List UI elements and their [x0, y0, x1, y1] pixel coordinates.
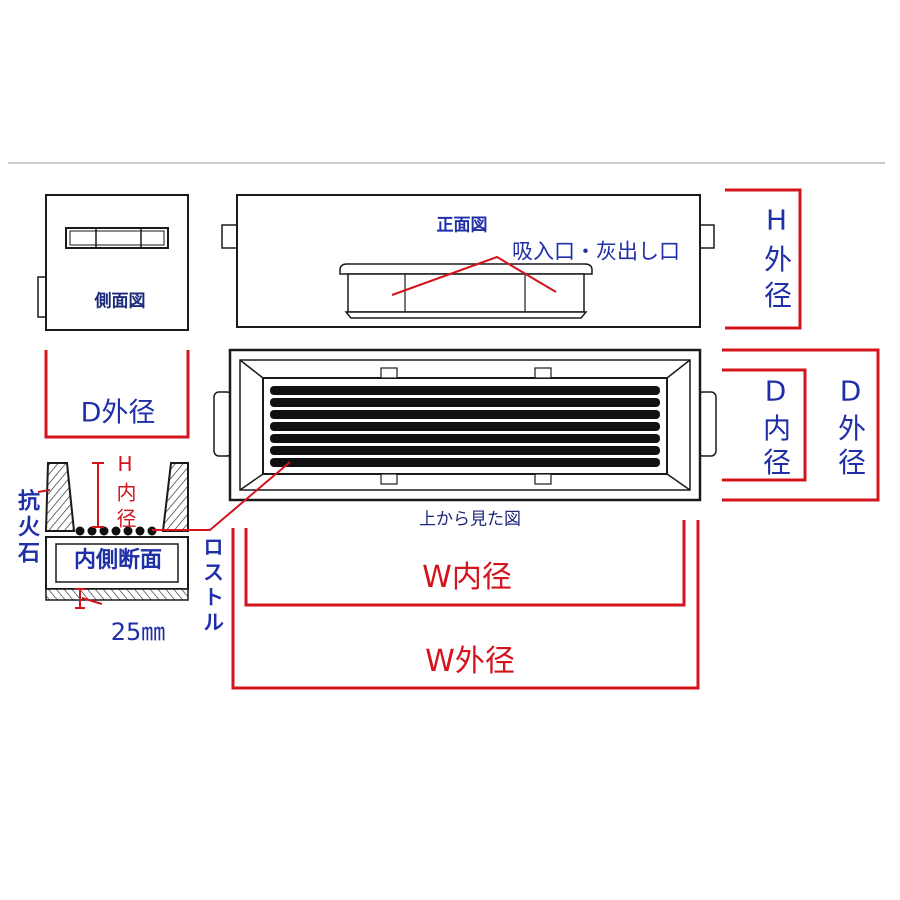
side-view-slot — [65, 227, 169, 249]
thickness-label: 25㎜ — [110, 618, 166, 646]
roster-label: ロストル — [200, 536, 225, 636]
grill-bar — [270, 386, 660, 395]
top-view-post — [380, 473, 398, 485]
w-outer-bracket — [231, 520, 700, 690]
front-view — [221, 194, 715, 328]
side-view-slot-inner — [69, 230, 165, 246]
intake-opening — [339, 263, 593, 319]
fire-stone-right — [161, 462, 189, 532]
side-view-knob — [37, 276, 47, 318]
grill-bar — [270, 422, 660, 431]
thickness-dimension — [75, 588, 103, 609]
roster-bar-dot — [111, 526, 121, 536]
grill-bar — [270, 398, 660, 407]
top-view-inner-frame — [262, 377, 668, 475]
intake-label: 吸入口・灰出し口 — [512, 239, 680, 264]
roster-bar-dot — [75, 526, 85, 536]
fire-stone-leader-line — [37, 489, 51, 493]
grill-bars — [270, 386, 660, 467]
d-inner-label: D内径 — [759, 374, 792, 482]
top-view-post — [380, 367, 398, 379]
top-view-post — [534, 473, 552, 485]
fire-stone-left — [44, 462, 76, 532]
w-outer-label: W外径 — [425, 644, 515, 679]
top-view-rim — [239, 359, 691, 491]
grill-bar — [270, 410, 660, 419]
front-view-knob-right — [699, 224, 715, 249]
fire-stone-label: 抗火石 — [14, 489, 39, 567]
side-view-body — [45, 194, 189, 331]
roster-bar-dot — [99, 526, 109, 536]
grill-bar — [270, 446, 660, 455]
intake-leader-line — [391, 255, 557, 296]
w-inner-label: W内径 — [422, 560, 512, 595]
d-outer-side-label: D外径 — [80, 397, 156, 429]
inner-cross-section — [44, 462, 189, 601]
roster-bars-section — [75, 526, 157, 536]
h-inner-label: H内径 — [113, 452, 137, 534]
d-inner-bracket — [722, 368, 807, 482]
w-inner-bracket — [244, 520, 686, 607]
inner-section-box — [45, 536, 189, 590]
roster-leader-line — [152, 461, 291, 531]
d-outer-bracket-side — [44, 350, 190, 439]
top-view — [213, 348, 717, 502]
grill-bar — [270, 434, 660, 443]
inner-section-label: 内側断面 — [73, 548, 163, 573]
front-view-label: 正面図 — [436, 215, 488, 236]
inner-section-inner-box — [55, 543, 179, 583]
grill-bar — [270, 458, 660, 467]
roster-bar-dot — [123, 526, 133, 536]
d-outer-right-label: D外径 — [834, 374, 867, 482]
d-outer-bracket-right — [722, 348, 880, 502]
roster-bar-dot — [87, 526, 97, 536]
h-outer-label: H外径 — [760, 203, 793, 317]
bottom-insulation-layer — [45, 588, 189, 601]
top-view-post — [534, 367, 552, 379]
side-view-label: 側面図 — [94, 291, 146, 312]
h-outer-bracket — [725, 188, 802, 330]
front-view-knob-left — [221, 224, 238, 249]
top-view-label: 上から見た図 — [419, 509, 521, 530]
side-view — [37, 194, 189, 331]
roster-bar-dot — [135, 526, 145, 536]
h-inner-dimension — [92, 462, 104, 528]
